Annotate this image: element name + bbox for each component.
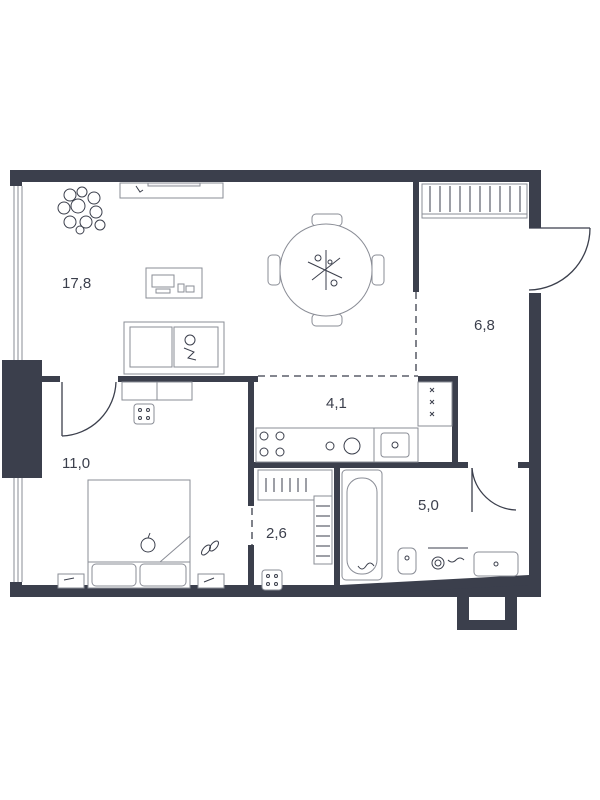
outlet-icon-wardrobe [261,569,283,591]
wardrobe-cabinet [121,381,193,401]
window-left-upper [13,186,23,360]
nightstand-right [197,573,225,589]
fridge [417,381,453,427]
dining-table [267,213,385,327]
sofa [123,321,225,375]
room-area-corridor: 6,8 [474,317,495,334]
entrance-door [528,227,591,291]
outlet-icon [133,403,155,425]
outer-walls [2,170,541,630]
bed [87,479,191,589]
balcony [421,183,528,219]
room-area-bedroom: 11,0 [62,455,90,472]
toilet [397,547,417,575]
wardrobe-rail [257,469,333,565]
window-left-lower [13,478,23,582]
room-area-living: 17,8 [62,275,91,292]
plant-icon [57,186,106,235]
tv-cabinet [119,182,224,199]
room-area-wardrobe: 2,6 [266,525,287,542]
washing-machine [428,547,468,570]
bathtub [341,469,383,581]
room-area-bathroom: 5,0 [418,497,439,514]
sink [473,551,519,577]
kitchen-counter [255,427,419,463]
bedroom-door [61,381,117,437]
slippers-icon [201,540,219,556]
desk [145,267,203,299]
nightstand-left [57,573,85,589]
interior-walls [42,182,530,595]
zone-dividers [251,292,418,545]
bathroom-door [471,467,517,512]
room-area-kitchen: 4,1 [326,395,347,412]
